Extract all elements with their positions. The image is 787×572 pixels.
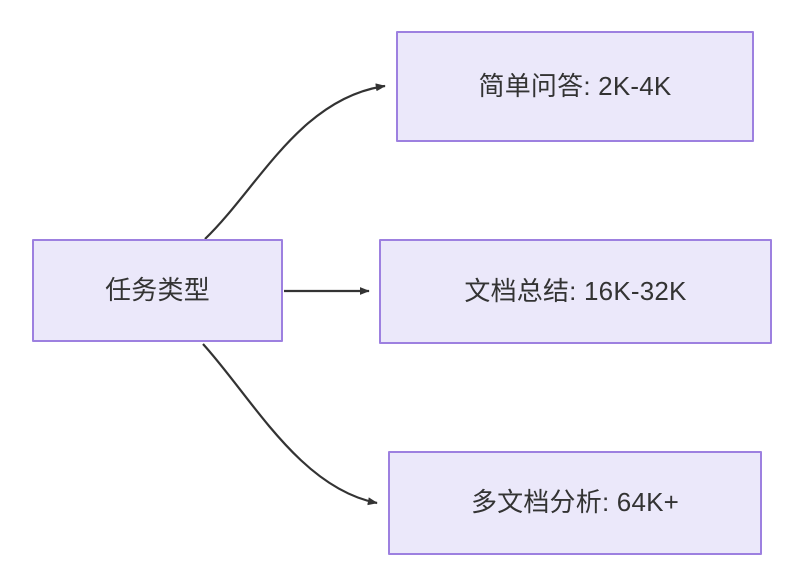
- node-task-type[interactable]: 任务类型: [32, 239, 283, 342]
- node-multi-doc-label: 多文档分析: 64K+: [470, 487, 680, 518]
- edge-root-to-simple-qa: [204, 83, 386, 240]
- node-task-type-label: 任务类型: [105, 274, 210, 305]
- node-doc-summary[interactable]: 文档总结: 16K-32K: [379, 239, 772, 344]
- node-simple-qa-label: 简单问答: 2K-4K: [478, 70, 672, 101]
- node-simple-qa[interactable]: 简单问答: 2K-4K: [396, 31, 754, 142]
- node-multi-doc[interactable]: 多文档分析: 64K+: [388, 451, 762, 555]
- edge-root-to-multi-doc: [202, 343, 378, 506]
- node-doc-summary-label: 文档总结: 16K-32K: [464, 275, 687, 306]
